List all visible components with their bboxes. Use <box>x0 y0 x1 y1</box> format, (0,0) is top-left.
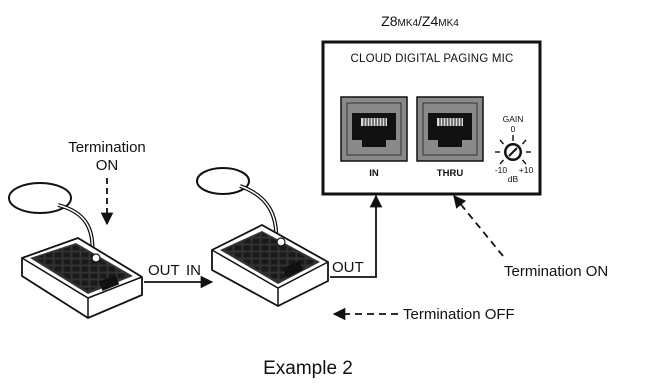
gain-unit-label: dB <box>508 174 519 184</box>
in-jack <box>340 96 408 162</box>
in-jack-label: IN <box>369 168 379 179</box>
mic2-in-label: IN <box>186 262 201 279</box>
paging-mic-1 <box>8 182 143 320</box>
mic1-out-label: OUT <box>148 262 180 279</box>
cable-mic2-to-panel <box>330 194 383 278</box>
gain-zero-label: 0 <box>511 124 516 134</box>
model-title: Z8MK4/Z4MK4 <box>381 13 459 29</box>
gain-label: GAIN <box>503 114 524 124</box>
panel-title: CLOUD DIGITAL PAGING MIC <box>350 53 513 65</box>
gain-max-label: +10 <box>519 165 534 175</box>
termination-off-label: Termination OFF <box>403 306 515 323</box>
termination-on-thru-label: Termination ON <box>504 263 608 280</box>
termination-on-mic1-label: Termination <box>68 139 146 156</box>
thru-jack <box>416 96 484 162</box>
termination-on-thru-arrow <box>453 195 504 257</box>
zone-mixer-panel: CLOUD DIGITAL PAGING MIC IN THRU GAIN 0 <box>321 40 542 196</box>
termination-on-mic1-label-2: ON <box>96 157 119 174</box>
paging-mic-2 <box>196 167 329 308</box>
figure-caption: Example 2 <box>263 358 353 379</box>
mic2-out-label: OUT <box>332 259 364 276</box>
gain-min-label: -10 <box>495 165 508 175</box>
thru-jack-label: THRU <box>437 168 464 179</box>
gain-knob-icon <box>495 135 531 165</box>
